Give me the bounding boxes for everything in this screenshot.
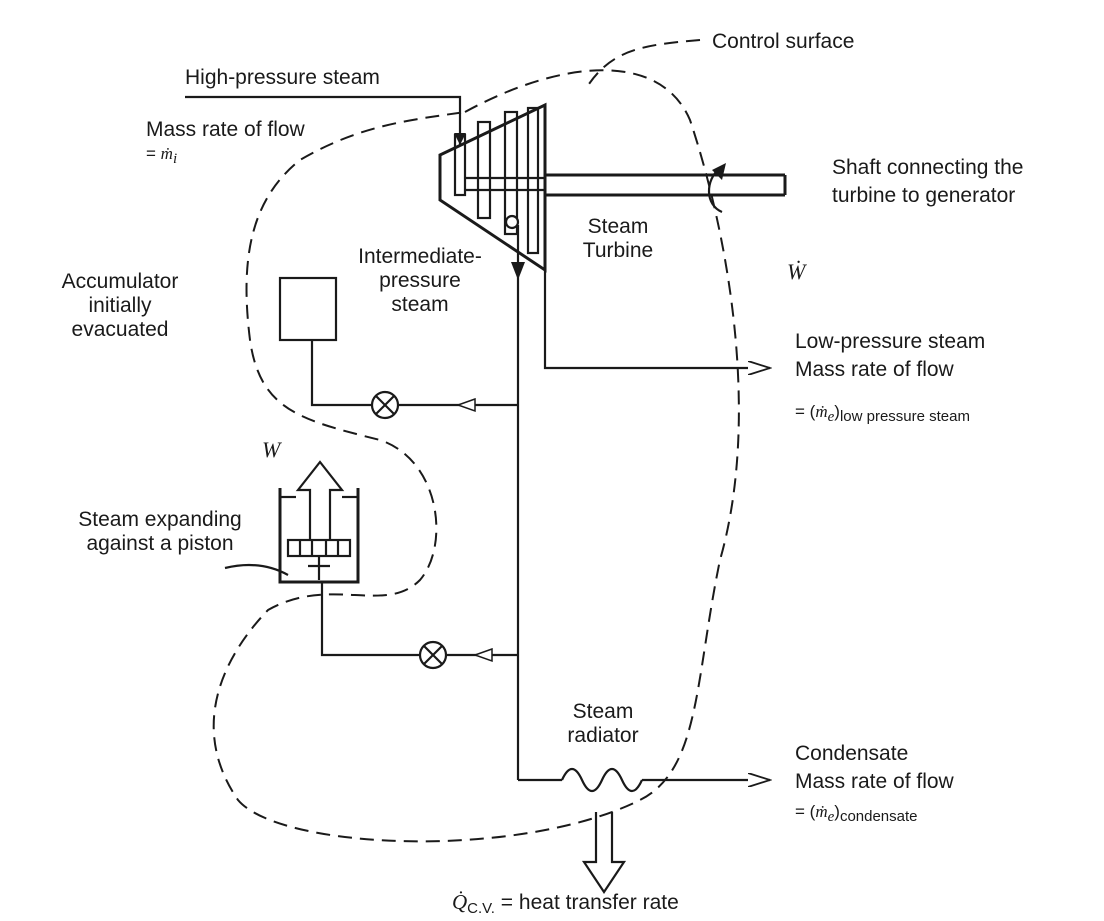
extraction-point	[504, 214, 520, 230]
accumulator-label: Accumulator initially evacuated	[61, 270, 179, 341]
work-symbol: W	[262, 437, 281, 462]
piston-work-arrow	[295, 460, 345, 540]
intermediate-pressure-label: Intermediate- pressure steam	[358, 245, 482, 316]
low-pressure-label-line-2: Mass rate of flow	[795, 358, 954, 381]
high-pressure-steam-label: High-pressure steam	[185, 66, 380, 89]
piston-feed-arrow	[472, 647, 493, 663]
heat-transfer-arrow	[581, 812, 627, 894]
piston-label-pointer	[224, 563, 289, 576]
piston-line	[320, 582, 420, 657]
intermediate-flow-arrow	[511, 262, 525, 280]
piston-cylinder	[278, 488, 360, 584]
low-pressure-steam-line	[543, 250, 770, 368]
accumulator-line	[310, 340, 372, 407]
control-surface-boundary	[212, 69, 740, 843]
piston-valve-icon	[418, 640, 448, 670]
turbine-blades	[453, 106, 545, 255]
turbine-shaft	[545, 173, 787, 197]
steam-radiator-coil	[560, 767, 644, 793]
high-pressure-steam-line	[185, 95, 466, 145]
control-surface-label: Control surface	[712, 30, 855, 53]
accumulator-tank	[278, 276, 338, 342]
piston-label: Steam expanding against a piston	[78, 508, 242, 555]
work-rate-symbol: Ẇ	[787, 259, 806, 284]
inlet-mass-rate-equation: = ṁi	[146, 144, 178, 167]
steam-turbine-label: Steam Turbine	[582, 215, 654, 262]
steam-radiator-label: Steam radiator	[567, 700, 639, 747]
shaft-label-line-2: turbine to generator	[832, 184, 1016, 207]
control-surface-pointer	[584, 39, 701, 91]
low-pressure-equation: = (ṁe)low pressure steam	[795, 402, 970, 425]
shaft-label-line-1: Shaft connecting the	[832, 156, 1024, 179]
accumulator-feed-arrow	[455, 397, 476, 413]
low-pressure-label-line-1: Low-pressure steam	[795, 330, 986, 353]
shaft-rotation-arrowhead	[712, 163, 726, 180]
heat-transfer-label: Q̇C.V. = heat transfer rate	[452, 890, 679, 917]
inlet-mass-rate-label: Mass rate of flow	[146, 118, 305, 141]
condensate-label-line-1: Condensate	[795, 742, 909, 765]
accumulator-valve-icon	[370, 390, 400, 420]
condensate-label-line-2: Mass rate of flow	[795, 770, 954, 793]
condensate-equation: = (ṁe)condensate	[795, 802, 918, 825]
